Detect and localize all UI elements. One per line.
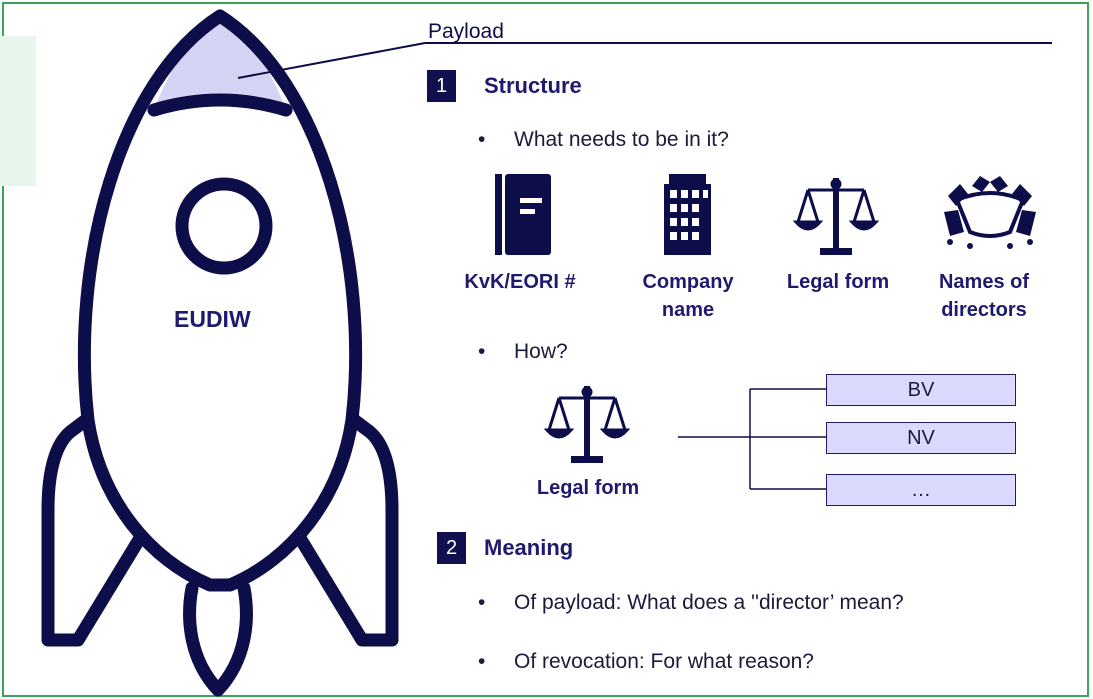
rocket-left-fin xyxy=(41,413,147,647)
bullet-of-revocation: •Of revocation: For what reason? xyxy=(478,650,814,673)
section-1-title: Structure xyxy=(484,73,582,98)
section-2-number: 2 xyxy=(437,532,466,564)
option-nv: NV xyxy=(826,422,1016,454)
rocket-nose-line xyxy=(147,93,293,117)
payload-label: Payload xyxy=(428,20,504,43)
section-1-number: 1 xyxy=(427,70,456,102)
rocket-right-fin xyxy=(293,413,399,647)
bullet-of-payload: •Of payload: What does a ''director’ mea… xyxy=(478,591,904,614)
bullet-what-needs: •What needs to be in it? xyxy=(478,128,729,151)
icon-label-kvk: KvK/EORI # xyxy=(464,271,576,293)
scales-icon xyxy=(792,178,880,255)
section-2-title: Meaning xyxy=(484,535,574,560)
options-connector xyxy=(678,388,826,490)
icon-label-directors: Names of directors xyxy=(938,271,1030,321)
building-icon xyxy=(664,174,711,255)
option-more: … xyxy=(826,474,1016,506)
how-legal-form-label: Legal form xyxy=(536,477,640,499)
rocket-flame xyxy=(183,581,253,697)
option-bv: BV xyxy=(826,374,1016,406)
rocket-nose-cone xyxy=(154,16,286,110)
book-icon xyxy=(495,174,551,255)
payload-leader-line xyxy=(237,42,426,79)
legal-form-scales-icon xyxy=(543,386,631,463)
meeting-table-icon xyxy=(944,176,1036,249)
rocket-window xyxy=(175,177,273,275)
icon-label-legal-form: Legal form xyxy=(786,271,890,293)
rocket-body xyxy=(77,9,363,592)
rocket-illustration xyxy=(41,9,399,697)
bullet-how: •How? xyxy=(478,340,568,363)
left-accent-tab xyxy=(0,36,36,186)
rocket-label: EUDIW xyxy=(174,306,251,332)
icon-label-company: Company name xyxy=(642,271,734,321)
